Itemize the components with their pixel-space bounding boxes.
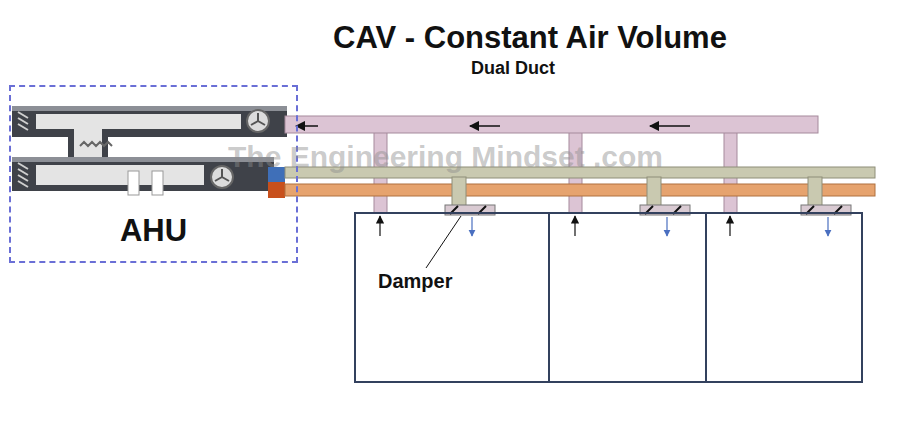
flow-arrows	[380, 216, 828, 236]
ahu-region: AHU	[9, 85, 298, 263]
supply-ducts	[285, 167, 875, 215]
watermark: The Engineering Mindset .com	[228, 140, 663, 174]
diagram-subtitle: Dual Duct	[471, 58, 555, 79]
unit-label: AHU	[120, 213, 187, 249]
callout-label: Damper	[378, 270, 452, 293]
diagram-title: CAV - Constant Air Volume	[333, 20, 727, 56]
damper-leader	[426, 216, 461, 268]
rooms	[355, 213, 862, 382]
